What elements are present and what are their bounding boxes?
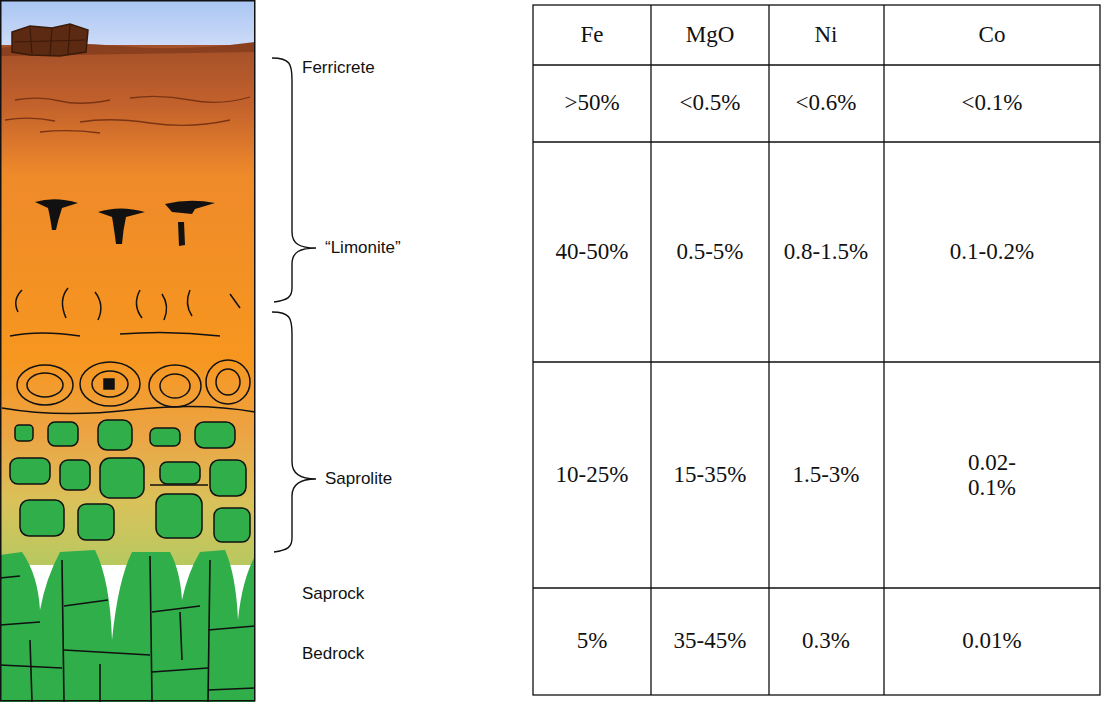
column-header: Co (979, 22, 1006, 47)
table-columns (651, 5, 884, 695)
table-cell: 0.01% (962, 628, 1021, 653)
soil-layers (0, 45, 255, 565)
ferricrete-blocks (12, 24, 88, 56)
table-border (533, 5, 1100, 695)
layer-name: Saprolite (325, 470, 392, 489)
column-header: Fe (581, 22, 604, 47)
assay-table (533, 5, 1100, 695)
weathering-rinds (2, 360, 255, 414)
table-cell: 0.5-5% (676, 239, 743, 264)
table-cell: 0.02-0.1% (953, 450, 1031, 501)
table-rows (533, 65, 1100, 588)
table-cell: 0.3% (802, 628, 850, 653)
relict-fractures (10, 288, 240, 336)
table-cell: 40-50% (556, 239, 629, 264)
table-cell: <0.1% (962, 90, 1023, 115)
table-cell: <0.5% (680, 90, 741, 115)
brackets (272, 58, 316, 552)
table-cell: 0.1-0.2% (950, 239, 1034, 264)
corestones (10, 420, 250, 542)
profile-column (0, 0, 255, 702)
bedrock-joints (0, 556, 255, 702)
column-border (1, 1, 255, 701)
table-cell: 5% (577, 628, 608, 653)
table-cell: 1.5-3% (792, 462, 859, 487)
layer-name: “Limonite” (325, 239, 401, 258)
fracture (150, 484, 208, 486)
layer-name: Ferricrete (302, 59, 375, 78)
table-cell: 35-45% (674, 628, 747, 653)
table-cell: 15-35% (674, 462, 747, 487)
ferricrete-cracks (14, 25, 86, 55)
table-cell: 0.8-1.5% (784, 239, 868, 264)
layer-name: Saprock (302, 585, 364, 604)
limonite-bracket (272, 58, 316, 302)
column-header: MgO (686, 22, 735, 47)
table-cell: <0.6% (796, 90, 857, 115)
bedrock (0, 550, 255, 702)
black-segregations (35, 199, 215, 246)
ferricrete-laminae (5, 96, 250, 133)
table-cell: 10-25% (556, 462, 629, 487)
layer-name: Bedrock (302, 645, 364, 664)
table-cell: >50% (564, 90, 619, 115)
column-header: Ni (815, 22, 838, 47)
saprolite-bracket (272, 312, 316, 552)
